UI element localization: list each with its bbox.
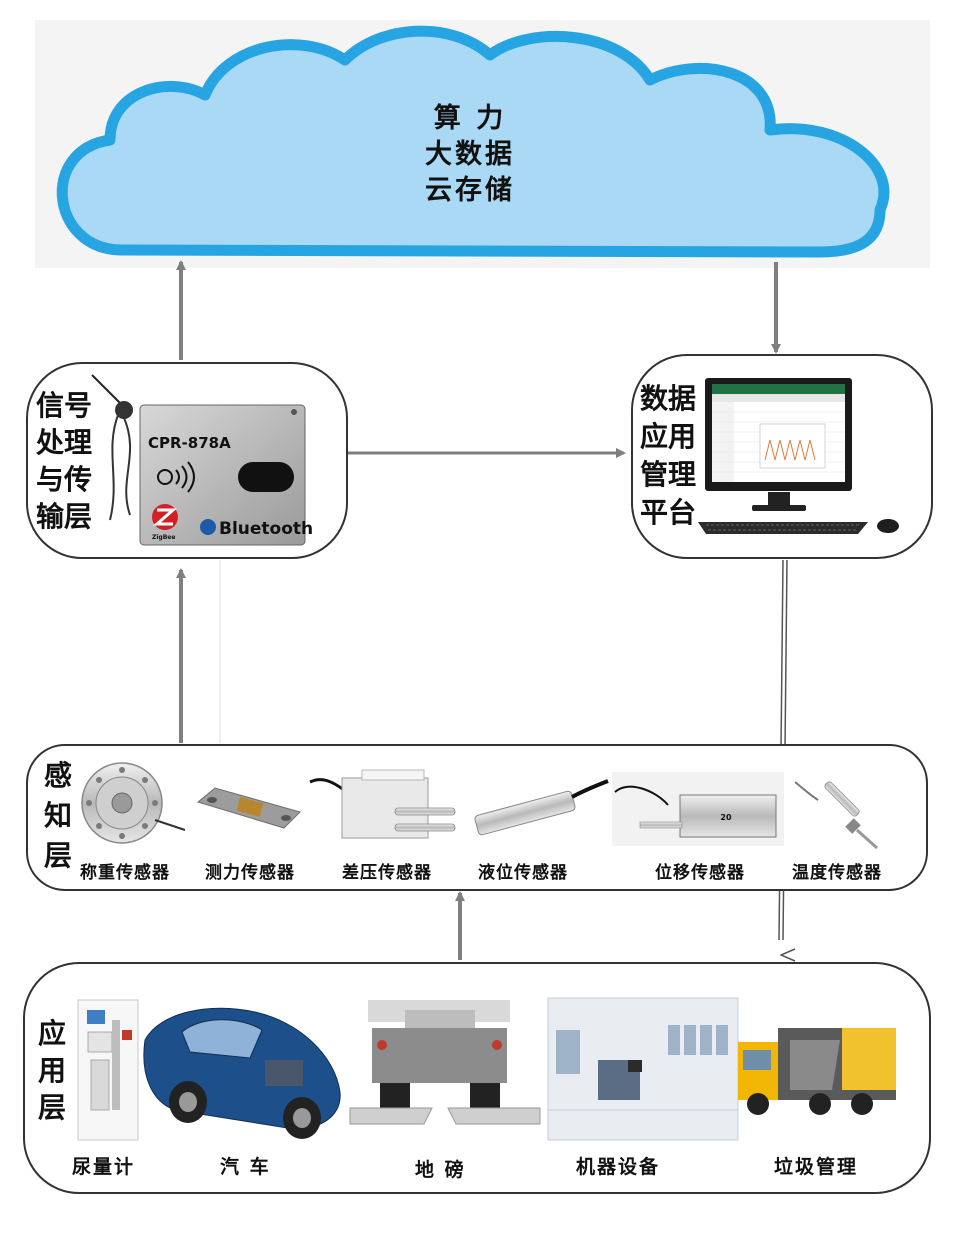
truck-scale-image [349, 1000, 541, 1125]
computer-monitor-icon [705, 378, 852, 511]
weighing-sensor-image [81, 762, 186, 844]
garbage-truck-image [738, 1028, 896, 1115]
force-sensor-image [196, 787, 301, 829]
cloud-shape [56, 25, 890, 258]
signal-waves-icon [157, 461, 195, 493]
cloud-line-1: 算 力 [434, 102, 506, 134]
temperature-sensor-image [794, 781, 879, 850]
sensor-caption-2: 测力传感器 [205, 862, 295, 883]
platform-label-1: 数据 [640, 382, 696, 415]
urine-meter-image [77, 999, 139, 1141]
keyboard-icon [698, 522, 868, 534]
zigbee-text: ZigBee [152, 534, 175, 541]
machine-equipment-image [547, 997, 739, 1141]
sensor-caption-4: 液位传感器 [478, 862, 568, 883]
app-caption-2: 汽 车 [220, 1155, 271, 1178]
platform-label-4: 平台 [640, 496, 696, 529]
signal-label-2: 处理 [35, 426, 92, 459]
pressure-sensor-image [309, 769, 456, 839]
module-code: 20 [720, 813, 732, 822]
bluetooth-text: Bluetooth [219, 519, 313, 539]
application-label-1: 应 [38, 1017, 66, 1050]
app-caption-4: 机器设备 [576, 1155, 660, 1178]
wifi-text: WiFi [246, 469, 286, 488]
sensing-label-3: 层 [44, 839, 72, 872]
level-sensor-image [474, 779, 609, 836]
mouse-icon [877, 519, 899, 533]
sensor-caption-1: 称重传感器 [80, 862, 170, 883]
device-model: CPR-878A [148, 434, 231, 452]
sensor-caption-3: 差压传感器 [342, 862, 432, 883]
cloud-line-3: 云存储 [425, 175, 515, 206]
app-caption-3: 地 磅 [415, 1158, 466, 1181]
platform-label-3: 管理 [640, 458, 696, 491]
car-image [143, 1007, 341, 1139]
app-caption-1: 尿量计 [72, 1156, 135, 1178]
signal-label-4: 输层 [36, 500, 92, 533]
application-label-3: 层 [38, 1091, 66, 1124]
displacement-sensor-image: 20 [612, 772, 784, 846]
bluetooth-logo-icon [200, 519, 216, 535]
sensing-label-2: 知 [44, 799, 72, 832]
platform-label-2: 应用 [640, 420, 696, 453]
app-caption-5: 垃圾管理 [774, 1155, 858, 1178]
signal-label-1: 信号 [36, 389, 92, 422]
application-label-2: 用 [38, 1054, 66, 1087]
cpr-878a-device: CPR-878A WiFi ZigBee Bluetooth [139, 404, 313, 546]
cloud-line-2: 大数据 [425, 139, 515, 170]
zigbee-logo-icon [152, 504, 178, 530]
sensor-caption-6: 温度传感器 [792, 862, 882, 883]
sensing-label-1: 感 [44, 759, 72, 792]
sensor-caption-5: 位移传感器 [655, 862, 745, 883]
antenna-icon [91, 374, 133, 521]
wifi-logo-icon [238, 462, 294, 492]
signal-label-3: 与传 [36, 463, 92, 496]
